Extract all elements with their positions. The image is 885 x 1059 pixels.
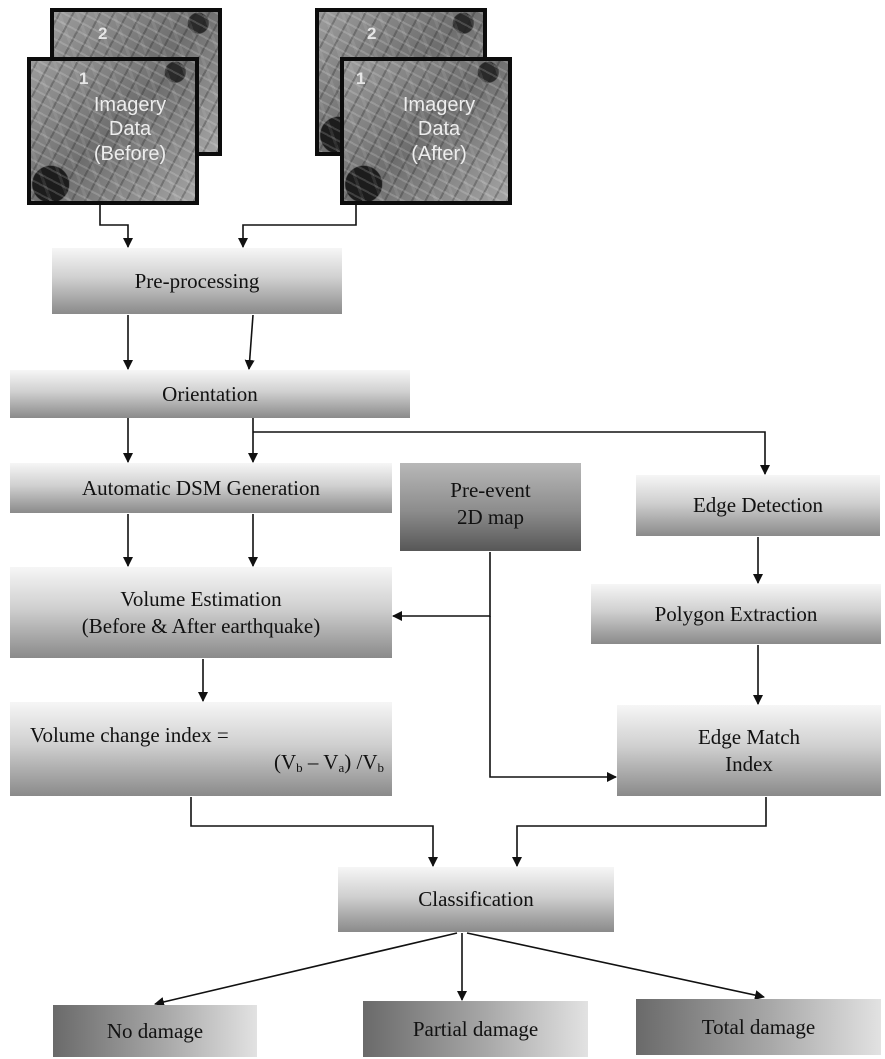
volume-estimation-line2: (Before & After earthquake) [81,613,321,638]
imagery-after-line1: Imagery [402,94,476,116]
imagery-after-line2: Data [417,118,461,141]
partial-damage-box: Partial damage [363,1001,588,1057]
formula-minus: – V [302,749,339,774]
formula-sub-b: b [296,759,303,775]
volume-estimation-line1: Volume Estimation [120,586,282,611]
imagery-before-line1: Imagery [93,94,167,116]
imagery-after-front-photo: 1 Imagery Data (After) [340,57,512,205]
edge-detection-box: Edge Detection [636,475,880,536]
imagery-after-back-number: 2 [367,24,377,43]
connector-vci-to-classification [190,797,438,867]
imagery-before-line2: Data [108,118,152,141]
no-damage-box: No damage [53,1005,257,1057]
connector-after-to-preprocessing [238,205,357,248]
imagery-before-back-number: 2 [98,24,108,43]
connector-preprocessing-to-orientation-2 [244,314,255,370]
pre-event-map-line2: 2D map [456,504,525,529]
connector-before-to-preprocessing [99,205,133,248]
connector-classification-to-total [466,932,765,1000]
polygon-extraction-box: Polygon Extraction [591,584,881,644]
imagery-after-line3: (After) [411,142,467,165]
imagery-after-front-number: 1 [356,69,366,88]
connector-edge-match-to-classification [512,797,767,867]
pre-event-map-box: Pre-event 2D map [400,463,581,551]
formula-div: ) /V [344,749,378,774]
edge-detection-label: Edge Detection [692,493,824,518]
formula-open: (V [274,749,297,774]
classification-box: Classification [338,867,614,932]
dsm-generation-box: Automatic DSM Generation [10,463,392,513]
dsm-generation-label: Automatic DSM Generation [82,475,320,500]
connector-classification-to-no-damage [154,932,458,1007]
edge-match-line2: Index [725,751,773,776]
imagery-before-label: Imagery Data (Before) [75,93,185,166]
total-damage-box: Total damage [636,999,881,1055]
imagery-before-front-photo: 1 Imagery Data (Before) [27,57,199,205]
partial-damage-label: Partial damage [412,1016,539,1041]
orientation-label: Orientation [162,381,258,406]
connector-preevent-to-edge-match [489,616,617,782]
edge-match-line1: Edge Match [697,724,801,749]
volume-change-formula: (Vb – Va) /Vb [10,749,392,777]
classification-label: Classification [418,887,534,912]
preprocessing-box: Pre-processing [52,248,342,314]
edge-match-index-box: Edge Match Index [617,705,881,796]
no-damage-label: No damage [106,1018,204,1043]
connector-preevent-to-volume [392,552,491,621]
imagery-after-label: Imagery Data (After) [384,93,494,166]
total-damage-label: Total damage [701,1014,816,1039]
pre-event-map-line1: Pre-event [450,478,531,502]
volume-change-index-label: Volume change index = [30,722,229,747]
connector-orientation-to-edge-detection [253,431,770,475]
volume-change-index-box: Volume change index = (Vb – Va) /Vb [10,702,392,796]
preprocessing-label: Pre-processing [134,268,260,293]
formula-sub-b2: b [377,759,385,775]
formula-sub-a: a [338,759,345,775]
orientation-box: Orientation [10,370,410,418]
imagery-before-front-number: 1 [79,69,89,88]
imagery-before-line3: (Before) [93,142,167,165]
volume-estimation-box: Volume Estimation (Before & After earthq… [10,567,392,658]
polygon-extraction-label: Polygon Extraction [654,601,818,626]
